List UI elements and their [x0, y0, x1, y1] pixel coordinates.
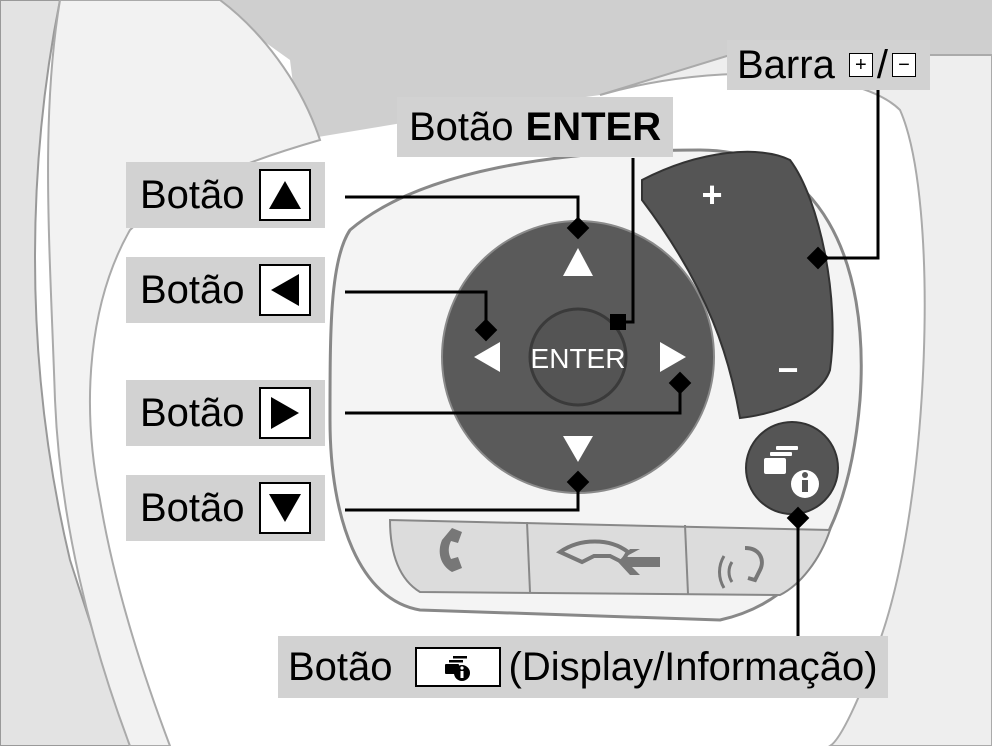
- triangle-down-icon: [258, 482, 311, 534]
- display-info-button[interactable]: [745, 421, 839, 515]
- label-plus-minus-bar: Barra + / −: [727, 40, 930, 90]
- leader-lines: [345, 90, 880, 638]
- label-enter-prefix: Botão: [409, 105, 514, 149]
- pad-down-arrow-icon[interactable]: [563, 436, 593, 462]
- display-info-icon: [764, 446, 819, 498]
- wheel-spoke: [47, 0, 322, 746]
- bar-minus-glyph: −: [777, 349, 798, 390]
- label-enter-button: Botão ENTER: [397, 97, 674, 157]
- minus-box-icon: −: [891, 53, 916, 77]
- triangle-up-icon: [258, 169, 311, 221]
- label-bar-text: Barra: [737, 43, 835, 87]
- label-info-prefix: Botão: [288, 645, 393, 689]
- label-left-prefix: Botão: [140, 268, 245, 312]
- hangup-back-icon[interactable]: [555, 539, 660, 576]
- pad-up-arrow-icon[interactable]: [563, 248, 593, 276]
- enter-button[interactable]: [528, 307, 628, 407]
- triangle-right-icon: [258, 387, 311, 439]
- pad-left-arrow-icon[interactable]: [474, 342, 500, 372]
- bar-plus-glyph: +: [701, 174, 722, 215]
- voice-icon[interactable]: [718, 546, 764, 589]
- label-left-button: Botão: [126, 257, 325, 323]
- upper-panel: [0, 0, 992, 140]
- label-display-info-button: Botão (Display/Informação): [278, 636, 888, 698]
- label-bar-slash: /: [876, 43, 888, 87]
- label-down-prefix: Botão: [140, 486, 245, 530]
- wheel-rim: [0, 0, 132, 746]
- phone-icon[interactable]: [439, 528, 462, 572]
- plus-minus-bar[interactable]: [641, 150, 834, 420]
- label-up-button: Botão: [126, 162, 325, 228]
- triangle-left-icon: [258, 264, 311, 316]
- enter-button-label: ENTER: [531, 343, 626, 374]
- display-info-box-icon: [414, 647, 501, 687]
- label-enter-bold: ENTER: [525, 105, 662, 149]
- label-down-button: Botão: [126, 475, 325, 541]
- label-info-suffix: (Display/Informação): [508, 645, 878, 689]
- plus-box-icon: +: [848, 53, 873, 77]
- label-right-button: Botão: [126, 380, 325, 446]
- pad-right-arrow-icon[interactable]: [660, 342, 686, 372]
- label-up-prefix: Botão: [140, 173, 245, 217]
- label-right-prefix: Botão: [140, 391, 245, 435]
